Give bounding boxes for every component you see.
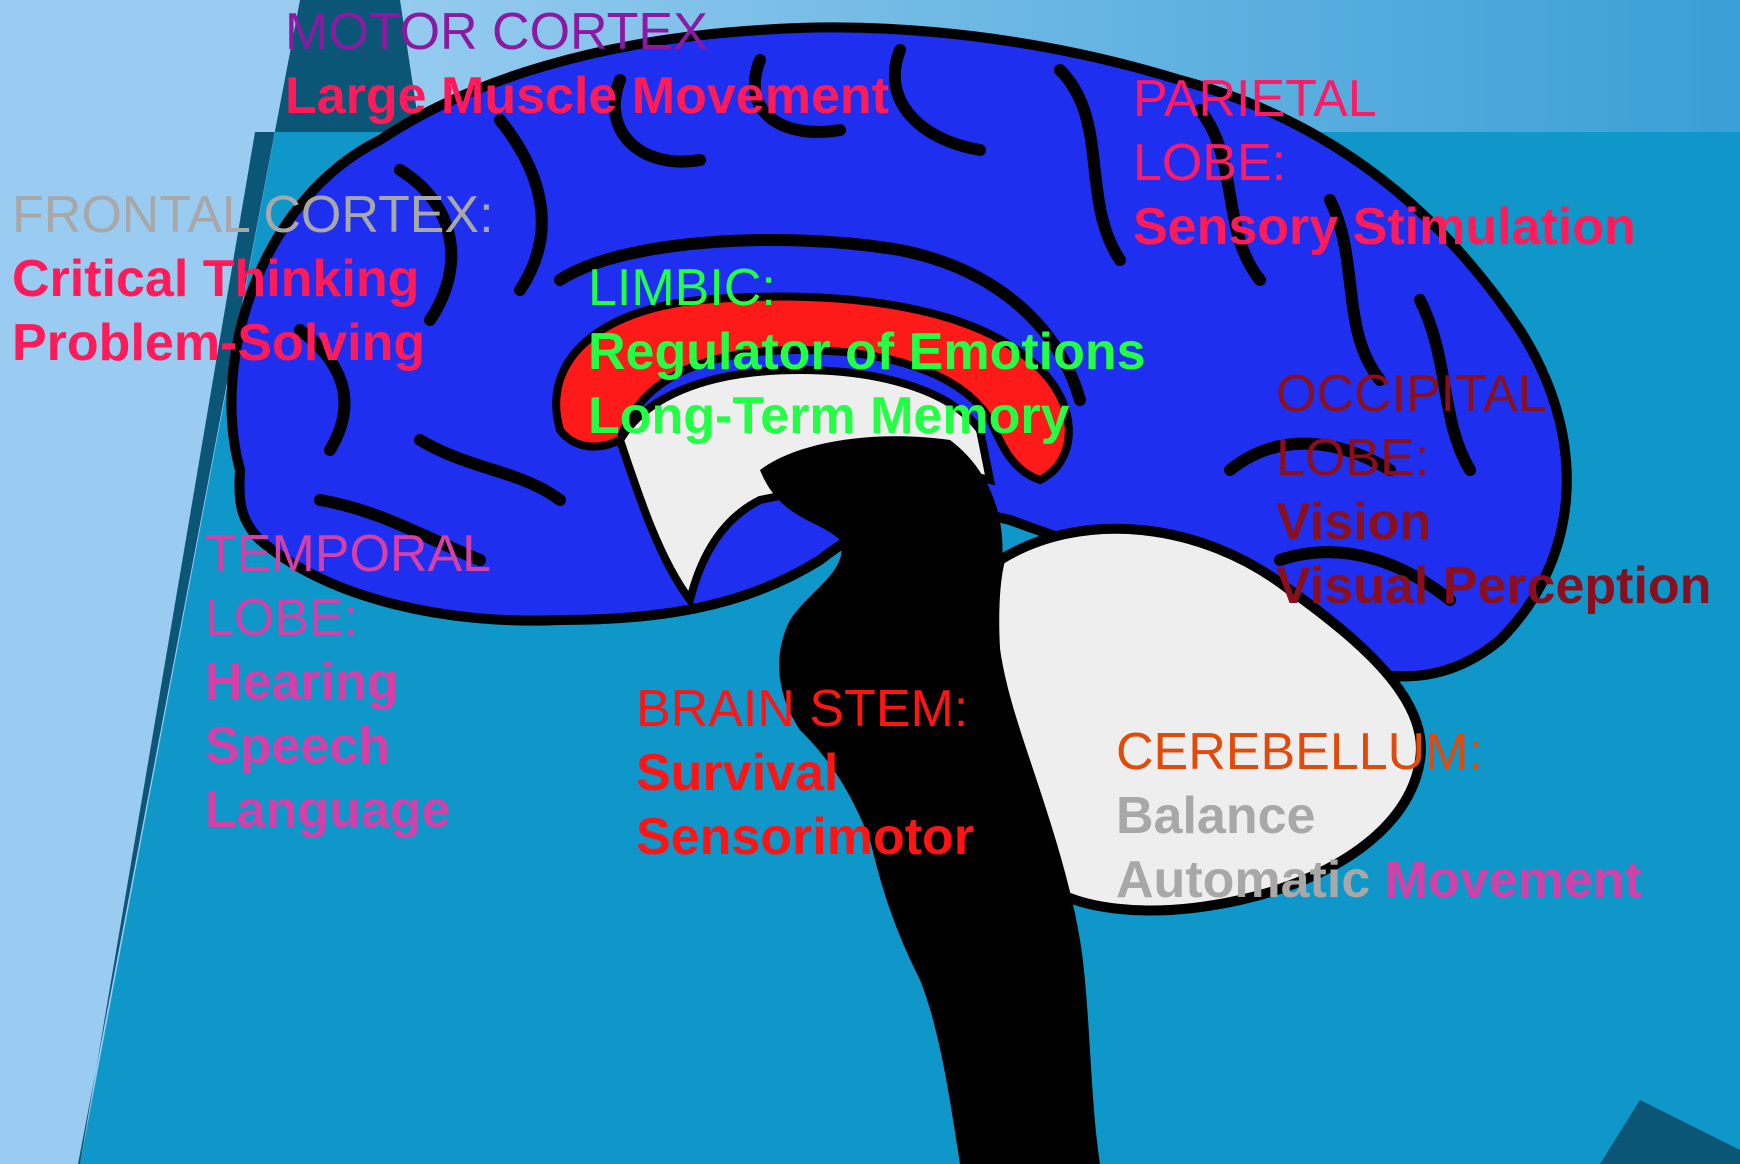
cerebellum-heading: CEREBELLUM: <box>1116 720 1642 784</box>
occipital-lobe-heading-1: OCCIPITAL <box>1276 362 1711 426</box>
temporal-lobe-heading-1: TEMPORAL <box>205 522 491 586</box>
brain-stem-heading: BRAIN STEM: <box>636 677 974 741</box>
brain-stem-line-1: Survival <box>636 741 974 805</box>
temporal-lobe-line-1: Hearing <box>205 650 491 714</box>
brain-stem-line-2: Sensorimotor <box>636 805 974 869</box>
temporal-lobe-label: TEMPORAL LOBE: Hearing Speech Language <box>205 522 491 842</box>
cerebellum-label: CEREBELLUM: Balance Automatic Movement <box>1116 720 1642 912</box>
frontal-cortex-line-2: Problem-Solving <box>12 311 494 375</box>
cerebellum-line-2: Automatic Movement <box>1116 848 1642 912</box>
cerebellum-line-1: Balance <box>1116 784 1642 848</box>
parietal-lobe-line-1: Sensory Stimulation <box>1133 195 1636 259</box>
limbic-label: LIMBIC: Regulator of Emotions Long-Term … <box>588 256 1146 448</box>
frontal-cortex-heading: FRONTAL CORTEX: <box>12 183 494 247</box>
temporal-lobe-line-2: Speech <box>205 714 491 778</box>
temporal-lobe-line-3: Language <box>205 778 491 842</box>
motor-cortex-label: MOTOR CORTEX Large Muscle Movement <box>285 0 889 128</box>
frontal-cortex-label: FRONTAL CORTEX: Critical Thinking Proble… <box>12 183 494 375</box>
occipital-lobe-heading-2: LOBE: <box>1276 426 1711 490</box>
limbic-line-1: Regulator of Emotions <box>588 320 1146 384</box>
parietal-lobe-heading-2: LOBE: <box>1133 131 1636 195</box>
occipital-lobe-line-2: Visual Perception <box>1276 554 1711 618</box>
parietal-lobe-heading-1: PARIETAL <box>1133 67 1636 131</box>
limbic-line-2: Long-Term Memory <box>588 384 1146 448</box>
frontal-cortex-line-1: Critical Thinking <box>12 247 494 311</box>
limbic-heading: LIMBIC: <box>588 256 1146 320</box>
temporal-lobe-heading-2: LOBE: <box>205 586 491 650</box>
occipital-lobe-label: OCCIPITAL LOBE: Vision Visual Perception <box>1276 362 1711 618</box>
cerebellum-line-2a: Automatic <box>1116 851 1370 909</box>
motor-cortex-line-1: Large Muscle Movement <box>285 64 889 128</box>
motor-cortex-heading: MOTOR CORTEX <box>285 0 889 64</box>
brain-stem-label: BRAIN STEM: Survival Sensorimotor <box>636 677 974 869</box>
parietal-lobe-label: PARIETAL LOBE: Sensory Stimulation <box>1133 67 1636 259</box>
cerebellum-line-2b: Movement <box>1385 851 1642 909</box>
occipital-lobe-line-1: Vision <box>1276 490 1711 554</box>
